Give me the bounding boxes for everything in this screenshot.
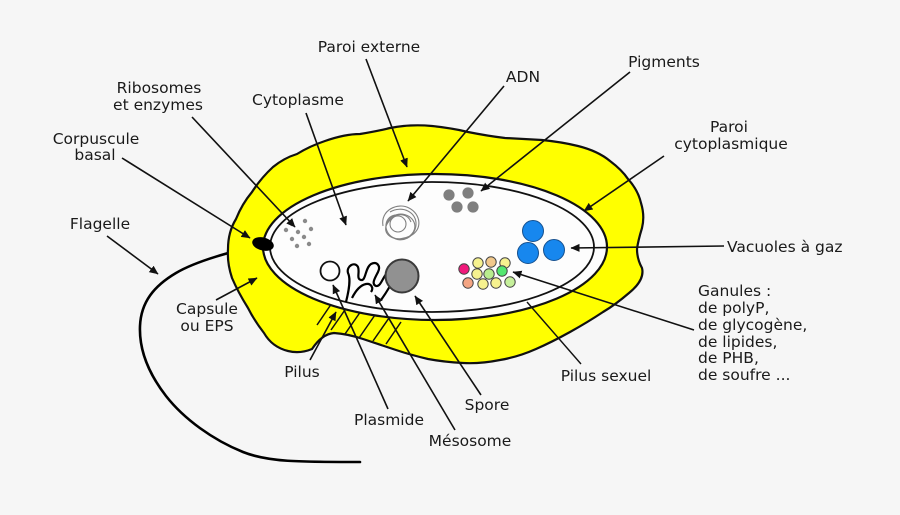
- label-ganules-line6: de soufre ...: [698, 366, 790, 384]
- dna-tangle: [382, 205, 420, 241]
- label-ganules-line2: de polyP,: [698, 299, 769, 317]
- granule-cluster: [458, 256, 516, 290]
- leader-pilus: [309, 311, 337, 361]
- label-corpuscule-line1: Corpuscule: [53, 130, 140, 148]
- leader-paroi-externe: [365, 58, 408, 168]
- label-pilus-sexuel: Pilus sexuel: [561, 367, 652, 385]
- label-paroi-cyto-line2: cytoplasmique: [674, 135, 788, 153]
- labels: Paroi externe ADN Pigments Ribosomes et …: [53, 38, 843, 450]
- label-vacuoles: Vacuoles à gaz: [727, 238, 842, 256]
- label-spore: Spore: [465, 396, 510, 414]
- sex-pilus-line: [526, 301, 582, 365]
- leader-spore: [414, 295, 482, 396]
- leader-adn: [407, 85, 505, 202]
- leader-vacuoles: [570, 243, 725, 252]
- label-ganules-line4: de lipides,: [698, 333, 777, 351]
- label-flagelle: Flagelle: [70, 215, 130, 233]
- leader-plasmide: [332, 284, 389, 410]
- label-capsule-line2: ou EPS: [180, 317, 233, 335]
- label-adn: ADN: [506, 68, 540, 86]
- leader-paroi-cytoplasmique: [583, 155, 665, 212]
- flagellum: [138, 242, 362, 464]
- leader-mesosome: [374, 294, 456, 431]
- label-ribosomes-line1: Ribosomes: [117, 79, 202, 97]
- gas-vacuoles: [517, 220, 565, 264]
- label-pigments: Pigments: [628, 53, 700, 71]
- leader-flagelle: [106, 235, 159, 275]
- plasmid: [319, 260, 341, 282]
- leader-ganules: [512, 270, 695, 331]
- label-paroi-externe: Paroi externe: [318, 38, 420, 56]
- leader-capsule: [215, 277, 258, 301]
- leader-ribosomes: [191, 116, 296, 228]
- label-pilus: Pilus: [284, 363, 320, 381]
- label-ganules-line5: de PHB,: [698, 349, 759, 367]
- leader-cytoplasme: [305, 112, 347, 226]
- leader-corpuscule: [121, 157, 251, 239]
- label-plasmide: Plasmide: [354, 411, 424, 429]
- label-cytoplasme: Cytoplasme: [252, 91, 344, 109]
- label-ganules-line1: Ganules :: [698, 282, 771, 300]
- leader-arrows: [106, 58, 725, 431]
- label-ribosomes-line2: et enzymes: [113, 96, 203, 114]
- basal-body: [252, 237, 274, 251]
- label-corpuscule-line2: basal: [74, 146, 115, 164]
- pigment-granules: [443, 187, 479, 213]
- label-paroi-cyto-line1: Paroi: [710, 118, 748, 136]
- label-ganules-line3: de glycogène,: [698, 316, 807, 334]
- spore: [384, 258, 420, 294]
- leader-pigments: [480, 71, 631, 192]
- label-mesosome: Mésosome: [429, 432, 512, 450]
- label-capsule-line1: Capsule: [176, 300, 238, 318]
